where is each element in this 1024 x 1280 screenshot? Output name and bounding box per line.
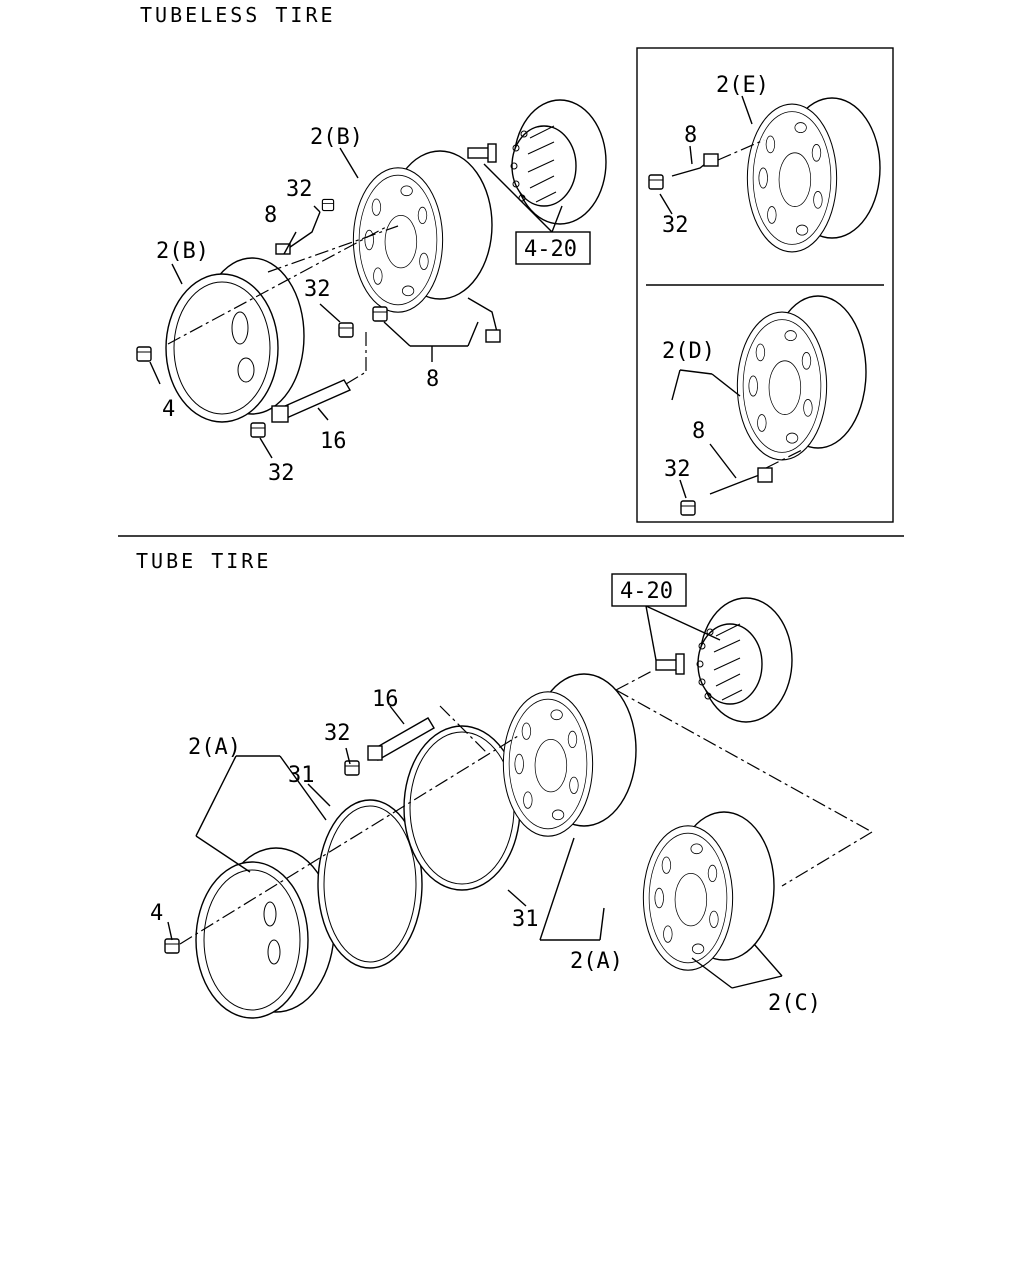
tube-callout-2c: 2(C)	[768, 991, 821, 1016]
tube-section-title: TUBE TIRE	[136, 549, 271, 573]
inset-valve-e	[671, 153, 719, 177]
tubeless-ref-label: 4-20	[524, 237, 577, 262]
tubeless-hub-bolt	[467, 143, 497, 163]
tube-wheel-c	[642, 811, 775, 971]
inset-callout-8-bottom: 8	[692, 419, 705, 444]
callout-8-bottom: 8	[426, 367, 439, 392]
tube-hub-bolt	[655, 653, 685, 675]
inset-callout-8-top: 8	[684, 123, 697, 148]
tube-lock-ring	[317, 799, 423, 969]
tube-callout-2a-left: 2(A)	[188, 735, 241, 760]
tubeless-extension-16	[271, 379, 352, 423]
inset-wheel-d	[736, 295, 867, 461]
inset-nut-32-bottom	[680, 500, 696, 516]
tube-callout-4: 4	[150, 901, 163, 926]
callout-4: 4	[162, 397, 175, 422]
tubeless-nut-8	[372, 306, 388, 322]
callout-32-mid: 32	[304, 277, 331, 302]
callout-8-hose: 8	[264, 203, 277, 228]
tubeless-valve-top	[275, 198, 335, 255]
tube-callout-16: 16	[372, 687, 399, 712]
callout-2b-lower: 2(B)	[156, 239, 209, 264]
tube-nut-32	[344, 760, 360, 776]
inset-callout-2d: 2(D)	[662, 339, 715, 364]
callout-32-top: 32	[286, 177, 313, 202]
inset-box	[636, 47, 894, 523]
callout-2b-upper: 2(B)	[310, 125, 363, 150]
tube-wheel-a	[502, 673, 637, 837]
tube-callout-31-bottom: 31	[512, 907, 539, 932]
inset-callout-2e: 2(E)	[716, 73, 769, 98]
tubeless-ref-box: 4-20	[515, 231, 591, 265]
tube-callout-2a-right: 2(A)	[570, 949, 623, 974]
callout-32-bottom: 32	[268, 461, 295, 486]
callout-16: 16	[320, 429, 347, 454]
tubeless-nut-32-bottom	[250, 422, 266, 438]
tube-extension-16	[367, 717, 435, 761]
tube-callout-31-top: 31	[288, 763, 315, 788]
tubeless-nut-32-mid	[338, 322, 354, 338]
tube-ref-box: 4-20	[611, 573, 687, 607]
tubeless-outer-rim	[165, 257, 305, 423]
tube-outer-rim	[195, 847, 335, 1019]
tubeless-inner-wheel	[352, 150, 493, 313]
tube-nut-4	[164, 938, 180, 954]
tubeless-nut-4	[136, 346, 152, 362]
inset-callout-32-top: 32	[662, 213, 689, 238]
tube-flap-ring	[403, 725, 521, 891]
inset-callout-32-bottom: 32	[664, 457, 691, 482]
tube-callout-32: 32	[324, 721, 351, 746]
tube-ref-label: 4-20	[620, 579, 673, 604]
tubeless-section-title: TUBELESS TIRE	[140, 3, 336, 27]
inset-nut-32-top	[648, 174, 664, 190]
tube-hub	[696, 597, 793, 723]
inset-valve-d	[709, 467, 773, 495]
tubeless-valve-right	[467, 297, 501, 343]
inset-wheel-e	[746, 97, 881, 253]
